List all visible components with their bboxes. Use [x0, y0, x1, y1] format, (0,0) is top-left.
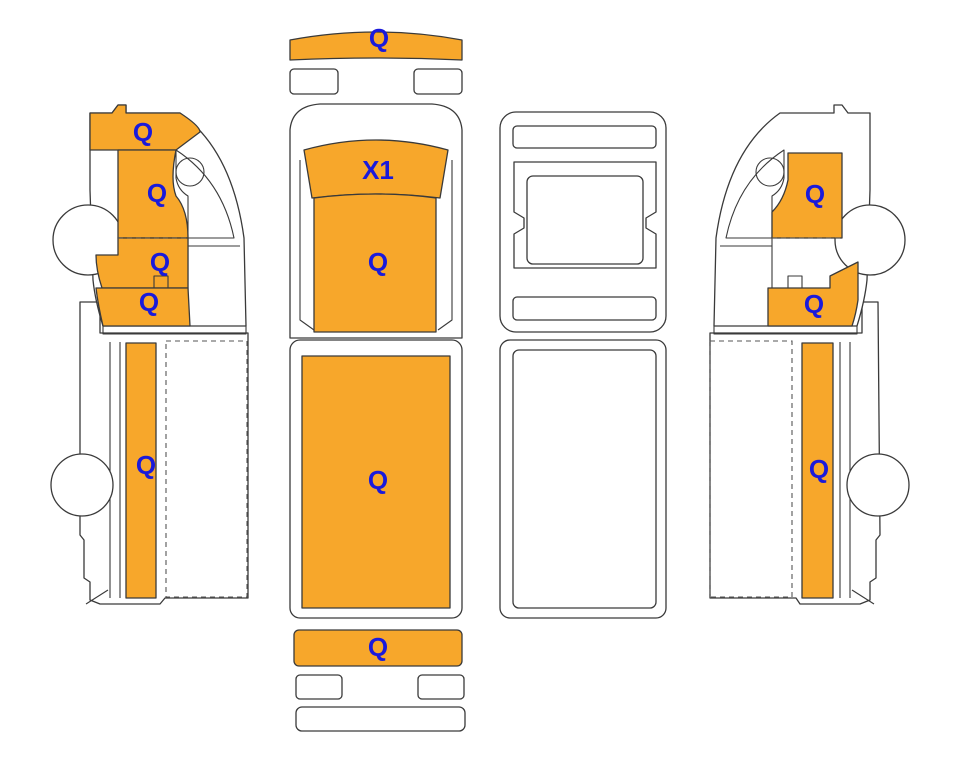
right-chassis-outline	[709, 301, 881, 605]
front-right-light	[413, 68, 463, 95]
label-left-door: Q	[147, 178, 167, 208]
top-cab-inner-right	[437, 160, 453, 331]
left-cargo-box	[165, 340, 248, 598]
zone-cargo-roof	[301, 355, 451, 609]
zone-right-cargo-side	[801, 342, 834, 599]
left-mirror	[175, 157, 205, 187]
label-rear-bumper: Q	[368, 632, 388, 662]
right-rear-wheel	[846, 453, 910, 517]
zone-right-step	[767, 261, 859, 327]
zone-left-cargo-side	[125, 342, 157, 599]
underside-view	[499, 111, 667, 619]
right-front-wheel	[834, 204, 906, 276]
underside-engine	[526, 175, 644, 265]
zone-left-door	[117, 149, 189, 239]
top-cab-inner-left	[299, 160, 315, 331]
rear-right-light	[417, 674, 465, 700]
right-side-view: Q Q Q	[709, 104, 910, 605]
label-right-cargo-side: Q	[809, 454, 829, 484]
zone-roof	[313, 193, 437, 333]
right-mudflap	[851, 589, 875, 605]
front-left-light	[289, 68, 339, 95]
rear-step	[295, 706, 466, 732]
zone-rear-bumper	[293, 629, 463, 667]
zone-left-cab-top	[89, 104, 201, 151]
label-left-step: Q	[139, 287, 159, 317]
label-right-door: Q	[805, 179, 825, 209]
underside-front-panel	[512, 125, 657, 149]
zone-left-step	[95, 287, 191, 327]
left-side-view: Q Q Q Q Q	[50, 104, 249, 605]
label-front-bumper: Q	[369, 23, 389, 53]
rear-left-light	[295, 674, 343, 700]
underside-axle	[512, 296, 657, 321]
label-windshield: X1	[362, 155, 394, 185]
right-mirror	[755, 157, 785, 187]
label-left-cab-top: Q	[133, 117, 153, 147]
label-left-cargo-side: Q	[136, 450, 156, 480]
label-right-step: Q	[804, 289, 824, 319]
right-cargo-box	[709, 340, 793, 598]
label-cargo-roof: Q	[368, 465, 388, 495]
zone-right-door	[771, 152, 843, 239]
underside-cargo-inner	[512, 349, 657, 609]
zone-front-bumper	[289, 31, 463, 61]
top-view: Q X1 Q Q Q	[289, 23, 466, 732]
left-mudflap	[85, 589, 109, 605]
left-chassis-outline	[79, 301, 249, 605]
label-roof: Q	[368, 247, 388, 277]
right-window	[725, 149, 785, 239]
left-window	[175, 149, 235, 239]
right-step-notch	[787, 275, 803, 289]
left-rear-wheel	[50, 453, 114, 517]
label-left-door-lower: Q	[150, 247, 170, 277]
